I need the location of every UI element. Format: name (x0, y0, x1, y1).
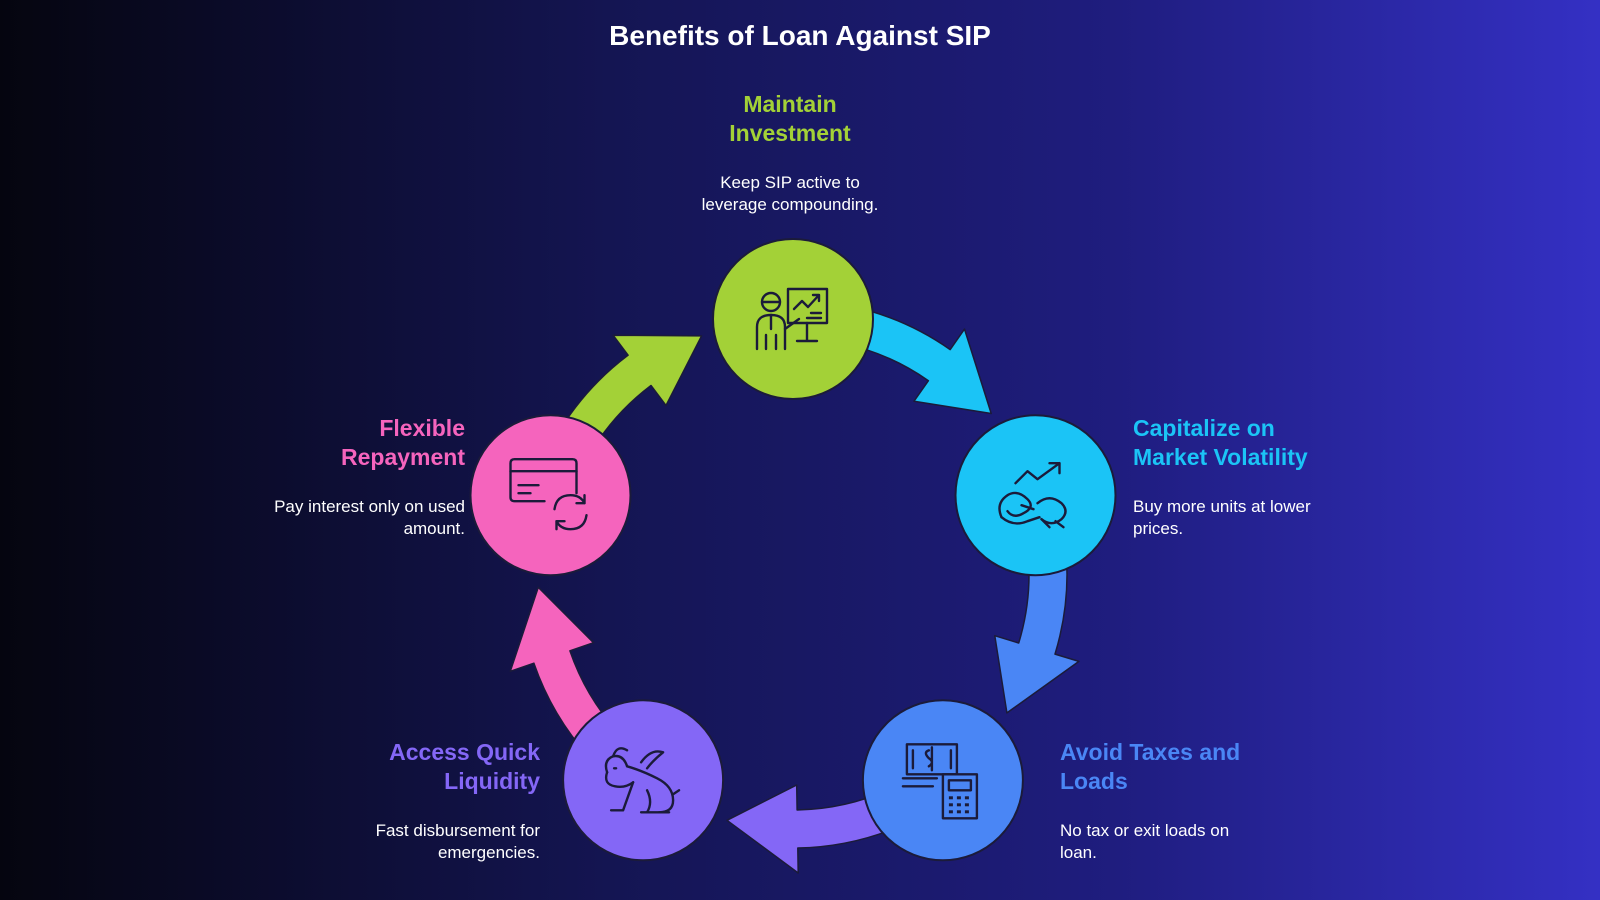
presentation-icon (755, 287, 829, 351)
trend-hands-icon (998, 462, 1067, 529)
rabbit-icon (604, 747, 681, 814)
step-node-repayment (469, 414, 632, 577)
step-node-maintain (712, 238, 874, 400)
step-node-volatility (954, 414, 1117, 577)
diagram-title: Benefits of Loan Against SIP (609, 20, 991, 51)
money-calculator-icon (901, 743, 979, 820)
step-circle-repayment (469, 414, 632, 577)
cycle-nodes (469, 238, 1117, 862)
step-circle-liquidity (562, 699, 725, 862)
step-circle-maintain (712, 238, 874, 400)
step-node-taxes (861, 699, 1024, 862)
step-circle-volatility (954, 414, 1117, 577)
step-node-liquidity (562, 699, 725, 862)
card-refresh-icon (509, 458, 588, 531)
